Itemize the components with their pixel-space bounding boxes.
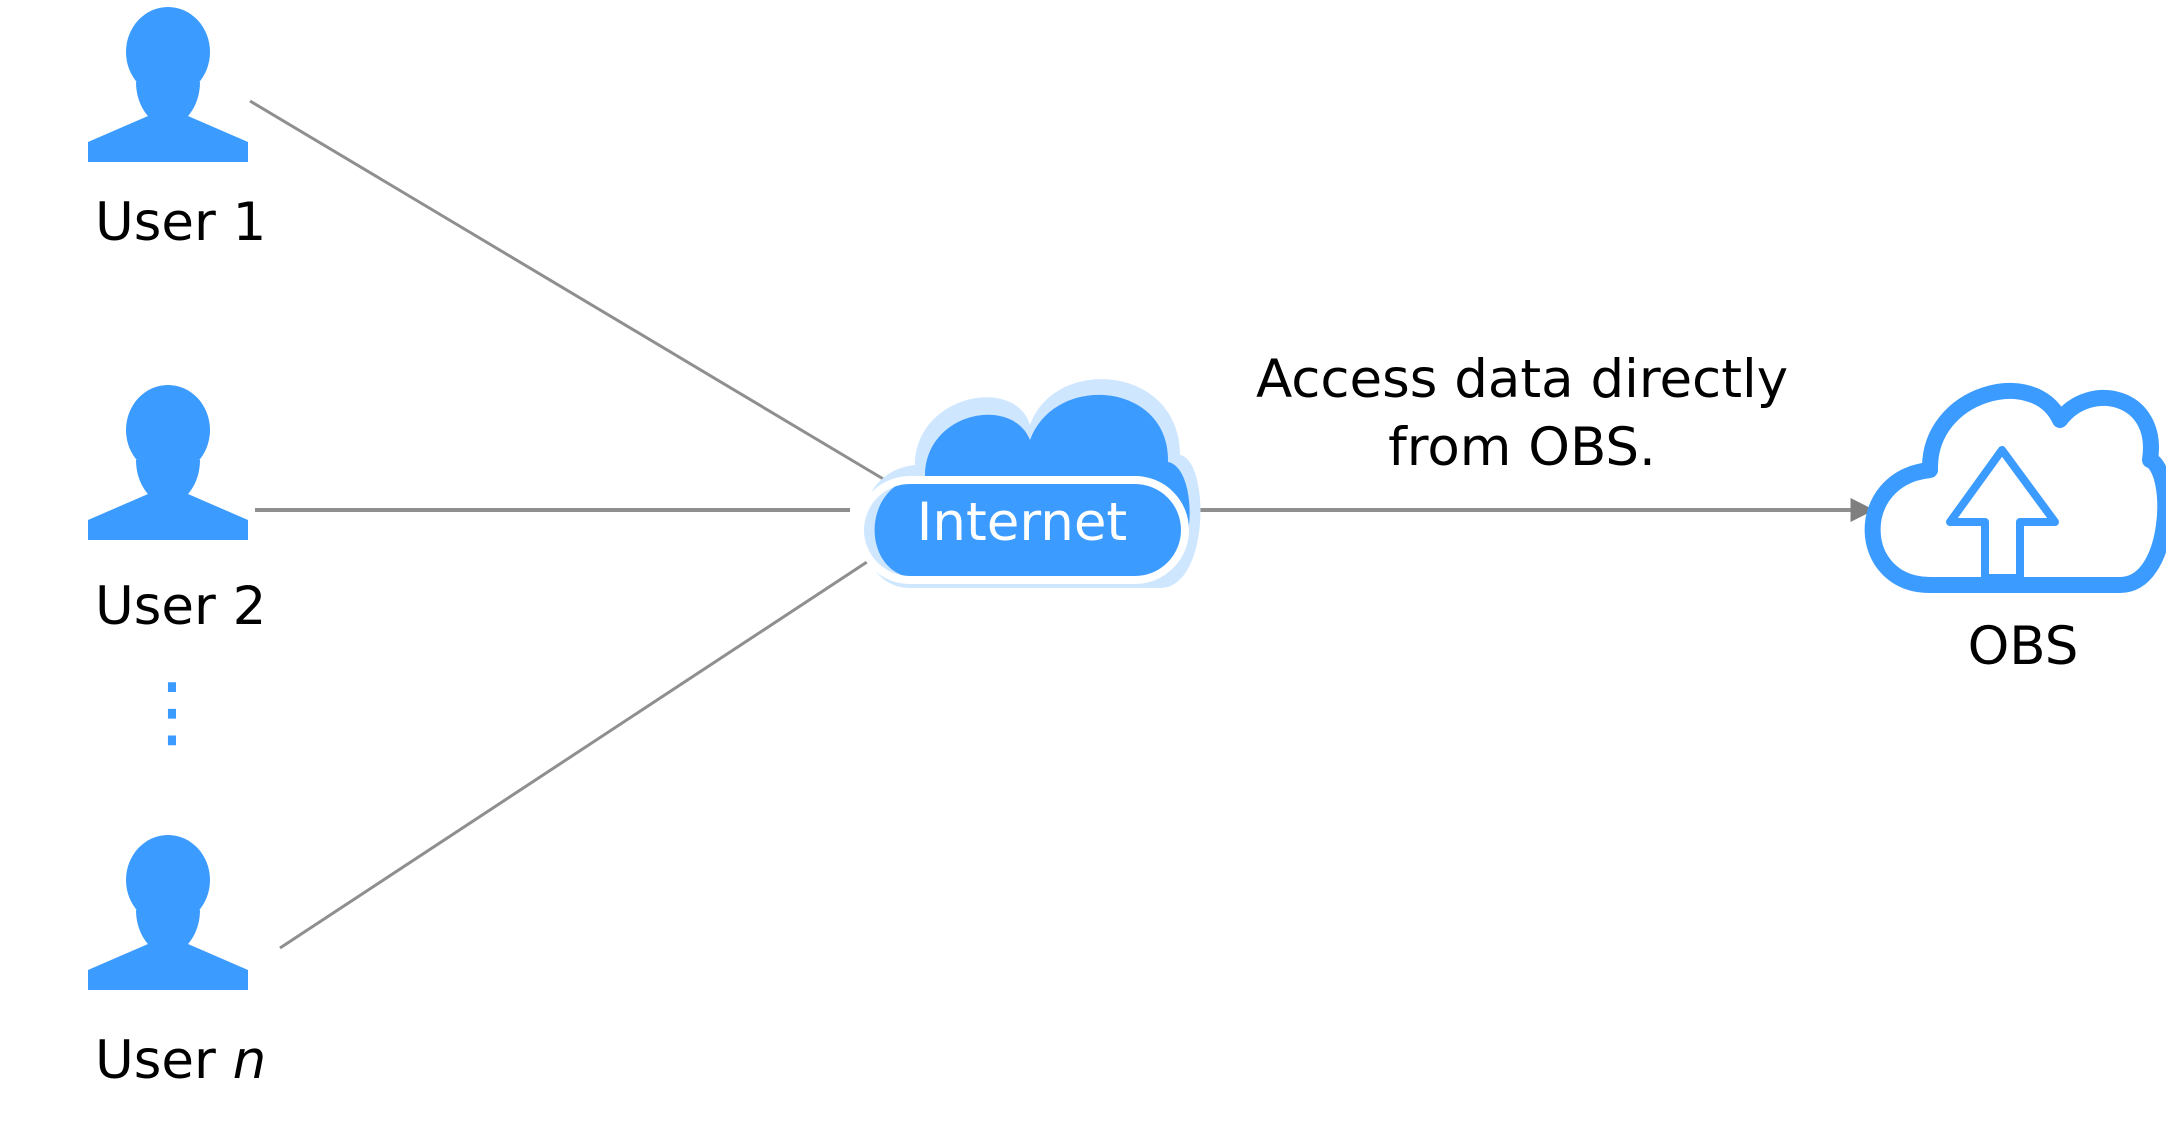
user1-node: User 1 <box>88 7 266 253</box>
usern-node: User n <box>88 835 266 1091</box>
edge-label-line2: from OBS. <box>1388 417 1656 478</box>
user-icon <box>88 835 248 990</box>
upload-arrow-icon <box>1946 446 2059 582</box>
user-icon <box>88 385 248 540</box>
usern-label: User n <box>95 1030 266 1091</box>
obs-node: OBS <box>1864 383 2166 677</box>
user1-label: User 1 <box>95 192 266 253</box>
line-usern-internet <box>279 558 871 950</box>
internet-label: Internet <box>917 492 1127 553</box>
internet-cloud: Internet <box>856 379 1201 588</box>
line-user1-internet <box>249 99 886 482</box>
obs-label: OBS <box>1968 616 2079 677</box>
ellipsis-icon: ⋮ <box>133 667 211 757</box>
user2-label: User 2 <box>95 576 266 637</box>
user2-node: User 2 <box>88 385 266 637</box>
user-icon <box>88 7 248 162</box>
obs-cloud-upload-icon <box>1864 383 2166 593</box>
cloud-icon <box>856 379 1201 588</box>
edge-label-line1: Access data directly <box>1256 349 1788 410</box>
